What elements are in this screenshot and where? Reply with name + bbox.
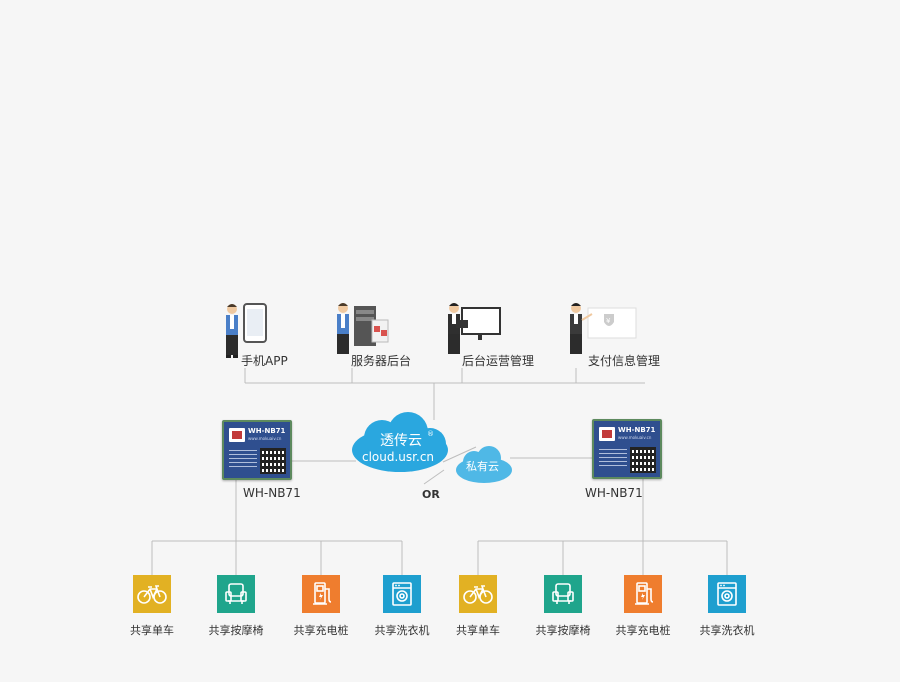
massage-chair-icon	[544, 575, 582, 613]
washing-machine-icon	[383, 575, 421, 613]
cloud-private-icon	[456, 446, 512, 483]
module-chip-url: www.mokuaiv.cn	[618, 435, 652, 440]
cloud-private-title: 私有云	[466, 460, 499, 473]
charging-pile-icon	[624, 575, 662, 613]
qr-code-icon	[260, 448, 286, 474]
cloud-main-title: 透传云	[380, 433, 422, 449]
module-chip-text: WH-NB71	[248, 427, 286, 435]
cloud-main-url: cloud.usr.cn	[362, 450, 435, 464]
left-device-label: 共享按摩椅	[208, 624, 264, 637]
cloud-main-icon	[352, 412, 448, 472]
module-logo-icon	[599, 427, 615, 441]
bicycle-icon	[459, 575, 497, 613]
svg-text:¥: ¥	[606, 317, 611, 325]
phone-icon	[226, 303, 267, 358]
left-device-label: 共享洗衣机	[374, 624, 430, 637]
role-label-phone-app: 手机APP	[241, 354, 288, 368]
washing-machine-icon	[708, 575, 746, 613]
server-icon	[337, 303, 389, 354]
module-chip-print	[599, 449, 627, 469]
left-device-label: 共享充电桩	[293, 624, 349, 637]
qr-code-icon	[630, 447, 656, 473]
module-chip-left: WH-NB71 www.mokuaiv.cn	[222, 420, 292, 480]
role-label-server: 服务器后台	[351, 354, 412, 368]
module-label-right: WH-NB71	[585, 486, 643, 500]
monitor-icon	[448, 303, 501, 354]
module-logo-icon	[229, 428, 245, 442]
module-chip-url: www.mokuaiv.cn	[248, 436, 282, 441]
cloud-main-registered: ®	[427, 430, 434, 438]
bicycle-icon	[133, 575, 171, 613]
massage-chair-icon	[217, 575, 255, 613]
module-chip-print	[229, 450, 257, 470]
module-chip-right: WH-NB71 www.mokuaiv.cn	[592, 419, 662, 479]
right-device-label: 共享按摩椅	[535, 624, 591, 637]
module-chip-text: WH-NB71	[618, 426, 656, 434]
right-device-label: 共享洗衣机	[699, 624, 755, 637]
or-label: OR	[422, 488, 440, 501]
charging-pile-icon	[302, 575, 340, 613]
module-label-left: WH-NB71	[243, 486, 301, 500]
right-device-label: 共享充电桩	[615, 624, 671, 637]
right-device-label: 共享单车	[456, 624, 500, 637]
left-device-label: 共享单车	[130, 624, 174, 637]
role-label-operations: 后台运营管理	[462, 354, 535, 368]
payment-board-icon: ¥	[570, 303, 637, 354]
role-label-payment: 支付信息管理	[588, 354, 661, 368]
